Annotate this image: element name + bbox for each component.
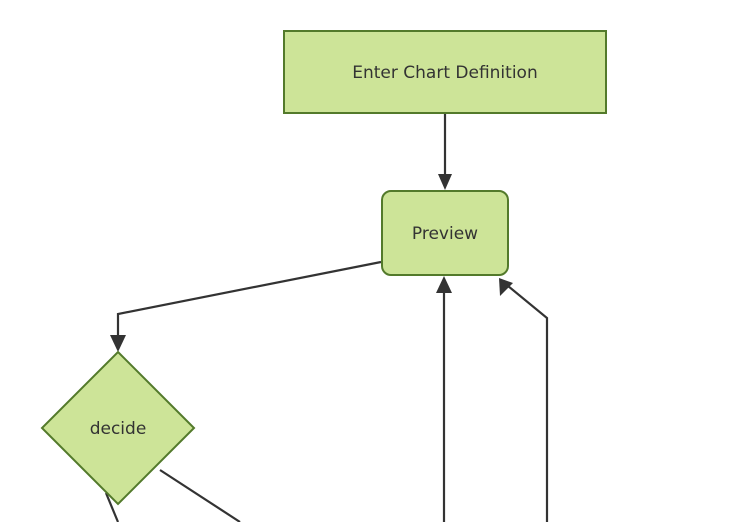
arrowhead-into-decide-top — [110, 335, 126, 352]
node-decide-shape — [40, 350, 196, 506]
arrowhead-into-preview-bottom-right — [499, 278, 513, 296]
node-decide[interactable]: decide — [40, 350, 196, 506]
edge-layer — [104, 114, 549, 522]
node-enter-chart-definition[interactable]: Enter Chart Definition — [283, 30, 607, 114]
edge-decide-bottom-right[interactable] — [159, 469, 241, 522]
edge-return-right-line — [507, 285, 549, 522]
node-preview[interactable]: Preview — [381, 190, 509, 276]
edge-decide-bottom-right-line — [159, 469, 241, 522]
edge-preview-to-decide[interactable] — [110, 260, 382, 352]
node-decide-label: decide — [90, 419, 147, 439]
arrowhead-into-preview-bottom — [436, 276, 452, 293]
edge-return-center[interactable] — [436, 276, 452, 522]
edge-enter-to-preview[interactable] — [438, 114, 452, 190]
node-enter-chart-definition-shape — [283, 30, 607, 114]
node-enter-chart-definition-label: Enter Chart Definition — [352, 63, 537, 83]
edge-decide-bottom-left[interactable] — [104, 492, 120, 522]
edge-decide-bottom-left-line — [104, 492, 120, 522]
node-layer: Enter Chart Definition Preview decide — [40, 30, 607, 506]
edge-preview-to-decide-line — [116, 260, 382, 342]
edge-return-right[interactable] — [499, 278, 549, 522]
arrowhead-into-preview-top — [438, 174, 452, 190]
node-preview-label: Preview — [412, 224, 478, 244]
node-preview-shape — [381, 190, 509, 276]
